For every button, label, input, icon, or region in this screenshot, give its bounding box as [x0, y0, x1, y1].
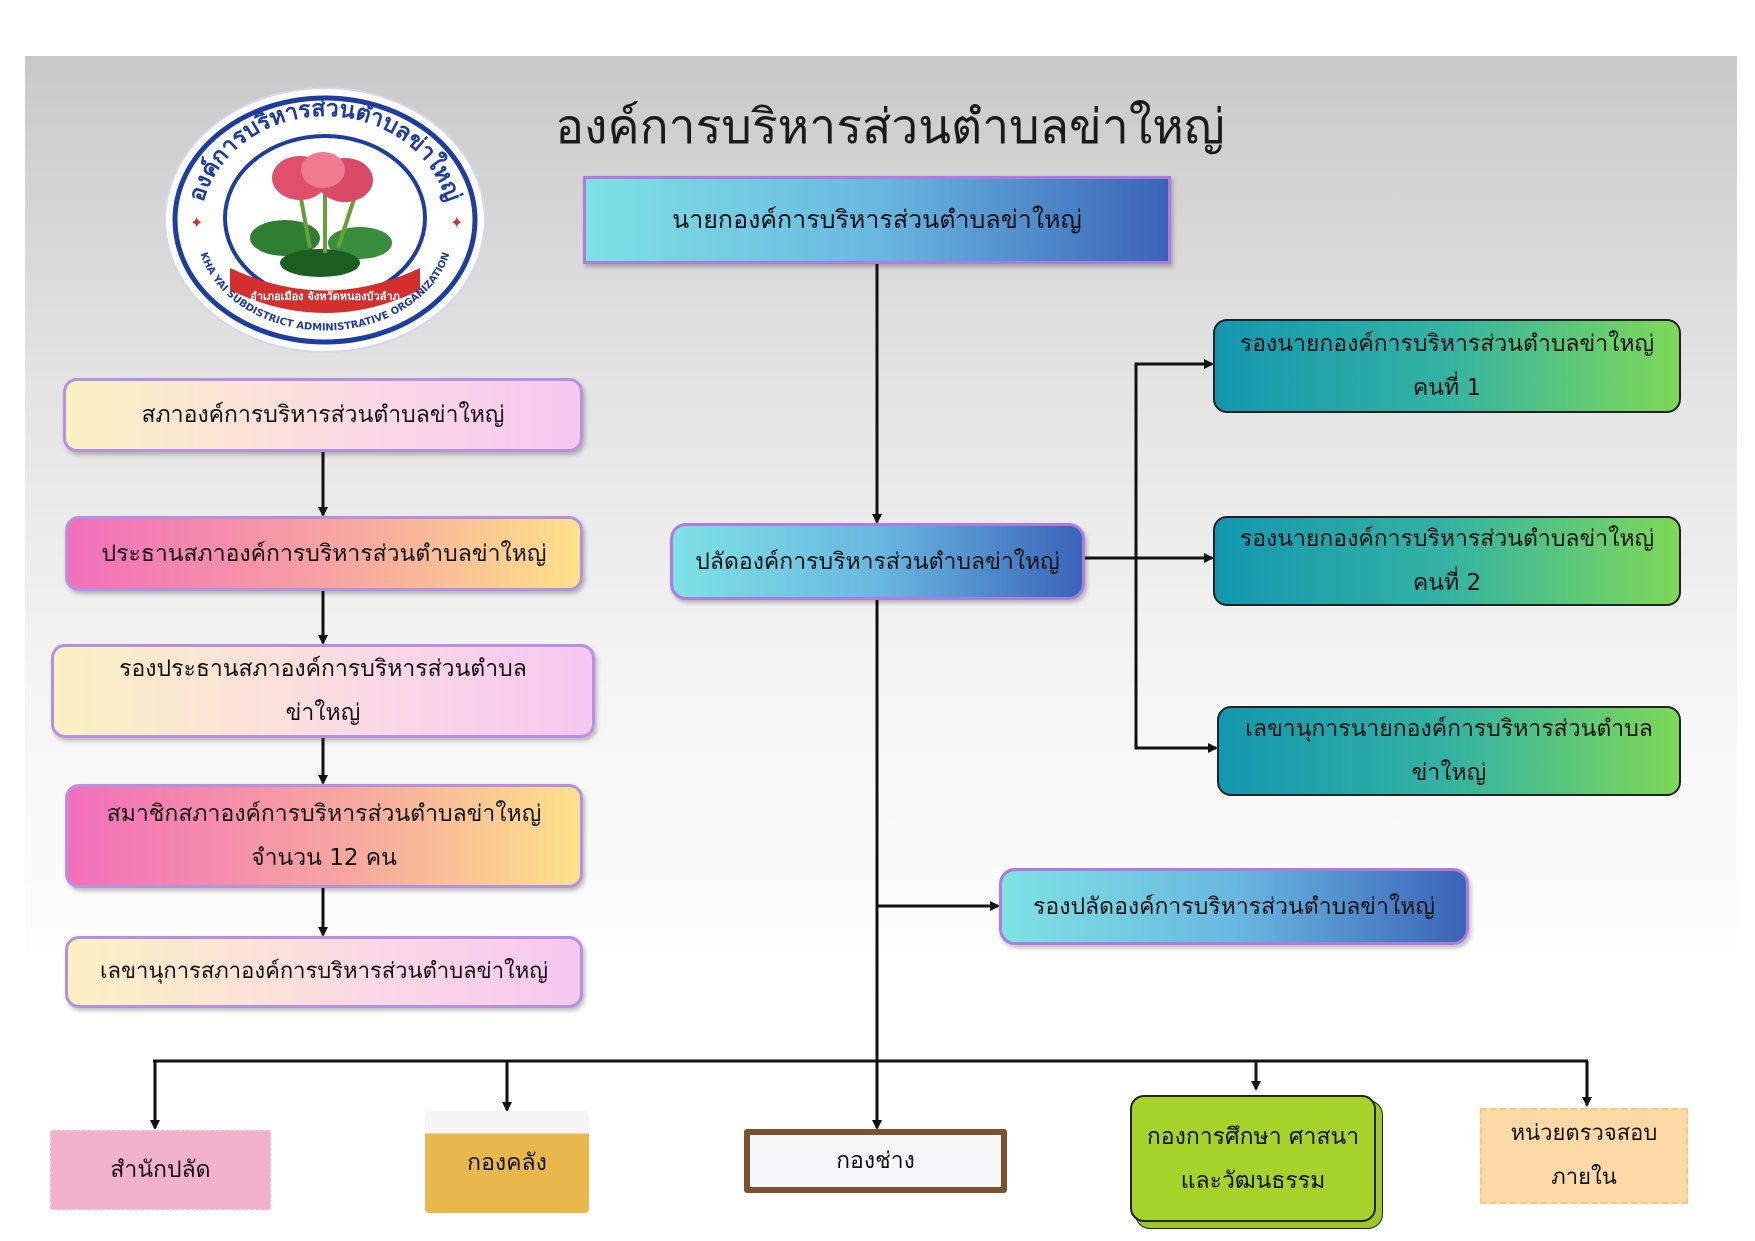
council-box: สภาองค์การบริหารส่วนตำบลข่าใหญ่ — [63, 378, 583, 452]
logo-ribbon-text: อำเภอเมือง จังหวัดหนองบัวลำภู — [250, 290, 400, 304]
council-members-line1: สมาชิกสภาองค์การบริหารส่วนตำบลข่าใหญ่ — [106, 801, 542, 827]
deputy-mayor-1-line2: คนที่ 1 — [1412, 375, 1482, 401]
council-secretary-label: เลขานุการสภาองค์การบริหารส่วนตำบลข่าใหญ่ — [99, 959, 549, 984]
organization-logo: องค์การบริหารส่วนตำบลข่าใหญ่ อำเภอเมือง … — [164, 87, 486, 353]
council-vice-president-box: รองประธานสภาองค์การบริหารส่วนตำบล ข่าใหญ… — [51, 644, 595, 738]
education-division-line1: กองการศึกษา ศาสนา — [1146, 1123, 1360, 1150]
office-chief-label: สำนักปลัด — [110, 1157, 211, 1183]
mayor-secretary-line2: ข่าใหญ่ — [1411, 760, 1487, 786]
internal-audit-line1: หน่วยตรวจสอบ — [1510, 1121, 1658, 1146]
deputy-chief-label: รองปลัดองค์การบริหารส่วนตำบลข่าใหญ่ — [1033, 893, 1435, 920]
council-members-line2: จำนวน 12 คน — [251, 845, 397, 871]
finance-division-label: กองคลัง — [467, 1150, 547, 1176]
mayor-secretary-box: เลขานุการนายกองค์การบริหารส่วนตำบล ข่าให… — [1217, 706, 1681, 796]
engineering-division-label: กองช่าง — [836, 1148, 915, 1174]
logo-star-left-icon: ✦ — [190, 213, 203, 232]
deputy-chief-box: รองปลัดองค์การบริหารส่วนตำบลข่าใหญ่ — [999, 868, 1469, 945]
council-members-box: สมาชิกสภาองค์การบริหารส่วนตำบลข่าใหญ่ จำ… — [65, 784, 583, 888]
logo-star-right-icon: ✦ — [450, 213, 463, 232]
council-secretary-box: เลขานุการสภาองค์การบริหารส่วนตำบลข่าใหญ่ — [65, 936, 583, 1008]
engineering-division-box: กองช่าง — [744, 1129, 1007, 1193]
finance-division-box: กองคลัง — [425, 1111, 589, 1213]
deputy-mayor-2-box: รองนายกองค์การบริหารส่วนตำบลข่าใหญ่ คนที… — [1213, 516, 1681, 606]
deputy-mayor-2-line2: คนที่ 2 — [1412, 570, 1482, 596]
council-president-label: ประธานสภาองค์การบริหารส่วนตำบลข่าใหญ่ — [101, 540, 547, 567]
deputy-mayor-2-line1: รองนายกองค์การบริหารส่วนตำบลข่าใหญ่ — [1239, 526, 1655, 552]
council-vice-president-line1: รองประธานสภาองค์การบริหารส่วนตำบล — [119, 656, 527, 682]
page-title: องค์การบริหารส่วนตำบลข่าใหญ่ — [555, 99, 1225, 155]
chief-administrator-label: ปลัดองค์การบริหารส่วนตำบลข่าใหญ่ — [695, 548, 1060, 575]
office-chief-box: สำนักปลัด — [50, 1130, 271, 1210]
internal-audit-box: หน่วยตรวจสอบ ภายใน — [1480, 1108, 1688, 1204]
internal-audit-line2: ภายใน — [1551, 1165, 1617, 1190]
mayor-secretary-line1: เลขานุการนายกองค์การบริหารส่วนตำบล — [1245, 716, 1653, 742]
council-president-box: ประธานสภาองค์การบริหารส่วนตำบลข่าใหญ่ — [65, 516, 583, 591]
council-label: สภาองค์การบริหารส่วนตำบลข่าใหญ่ — [141, 402, 505, 428]
mayor-label: นายกองค์การบริหารส่วนตำบลข่าใหญ่ — [672, 205, 1082, 234]
chief-administrator-box: ปลัดองค์การบริหารส่วนตำบลข่าใหญ่ — [670, 523, 1085, 600]
council-vice-president-line2: ข่าใหญ่ — [285, 700, 361, 726]
deputy-mayor-1-box: รองนายกองค์การบริหารส่วนตำบลข่าใหญ่ คนที… — [1213, 319, 1681, 413]
education-division-box: กองการศึกษา ศาสนา และวัฒนธรรม — [1130, 1095, 1376, 1222]
education-division-line2: และวัฒนธรรม — [1180, 1167, 1326, 1194]
mayor-box: นายกองค์การบริหารส่วนตำบลข่าใหญ่ — [583, 176, 1171, 264]
deputy-mayor-1-line1: รองนายกองค์การบริหารส่วนตำบลข่าใหญ่ — [1239, 331, 1655, 357]
